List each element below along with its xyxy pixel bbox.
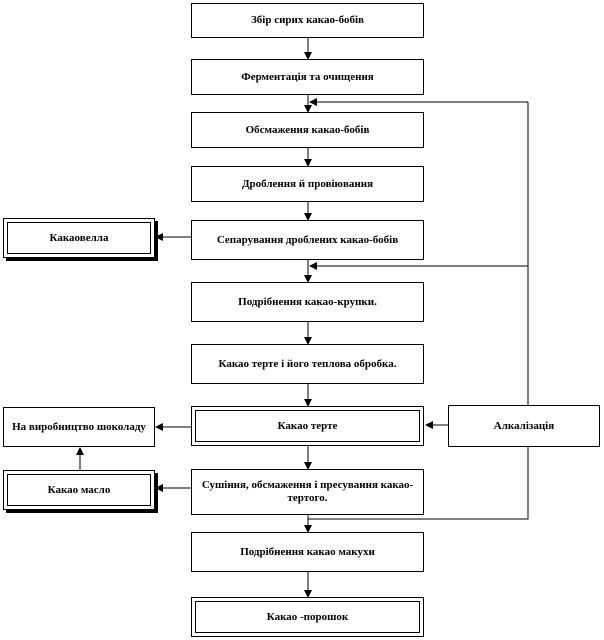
node-separation: Сепарування дроблених какао-бобів	[191, 220, 424, 260]
alkali-trunk	[308, 102, 529, 520]
node-fermentation: Ферментація та очищення	[191, 59, 424, 95]
node-roasting: Обсмаження какао-бобів	[191, 112, 424, 148]
node-cocoa-liquor-treatment: Какао терте і його теплова обробка.	[191, 344, 424, 384]
node-drying-pressing: Сушіння, обсмаження і пресування какао-т…	[191, 469, 424, 515]
node-crushing: Дроблення й провіювання	[191, 166, 424, 202]
node-cocoa-harvest: Збір сирих какао-бобів	[191, 3, 424, 38]
node-to-chocolate: На виробництво шоколаду	[3, 407, 155, 447]
node-cocoa-butter: Какао масло	[3, 470, 155, 510]
node-cocoa-liquor: Какао терте	[191, 406, 424, 446]
node-cocoa-shell: Какаовелла	[3, 218, 155, 258]
node-alkalization: Алкалізація	[448, 405, 600, 447]
node-grinding-nibs: Подрібнення какао-крупки.	[191, 282, 424, 322]
node-cocoa-powder: Какао -порошок	[191, 597, 424, 637]
node-grinding-cake: Подрібнення какао макухи	[191, 532, 424, 572]
